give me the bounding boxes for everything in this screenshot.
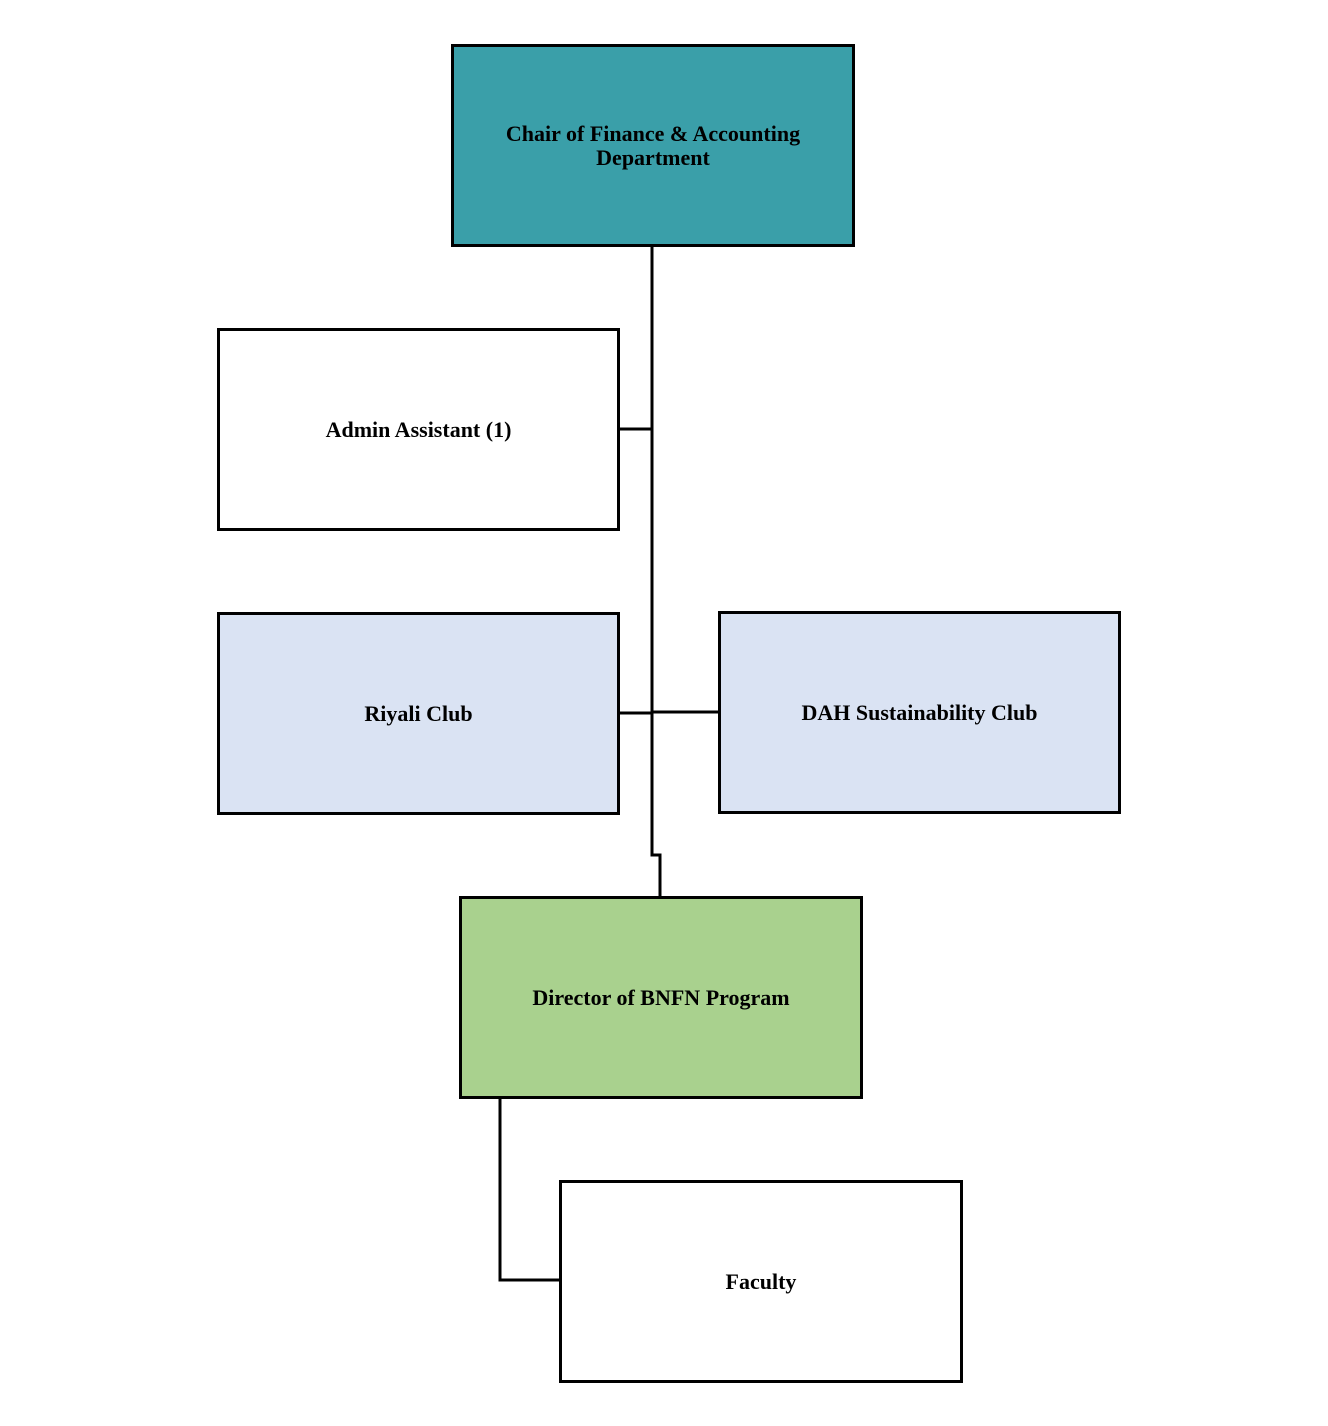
node-riyali-club: Riyali Club	[217, 612, 620, 815]
node-chair: Chair of Finance & Accounting Department	[451, 44, 855, 247]
node-faculty: Faculty	[559, 1180, 963, 1383]
connector-director-faculty	[498, 1099, 559, 1282]
node-dah-sustainability-club-label: DAH Sustainability Club	[801, 699, 1038, 725]
node-dah-sustainability-club: DAH Sustainability Club	[718, 611, 1121, 814]
node-faculty-label: Faculty	[725, 1268, 797, 1294]
connector-chair-director	[650, 247, 662, 896]
node-director-bnfn-label: Director of BNFN Program	[532, 984, 790, 1010]
node-riyali-club-label: Riyali Club	[364, 700, 473, 726]
node-chair-label: Chair of Finance & Accounting Department	[505, 120, 801, 170]
node-director-bnfn: Director of BNFN Program	[459, 896, 863, 1099]
node-admin-assistant: Admin Assistant (1)	[217, 328, 620, 531]
node-admin-assistant-label: Admin Assistant (1)	[325, 416, 512, 442]
